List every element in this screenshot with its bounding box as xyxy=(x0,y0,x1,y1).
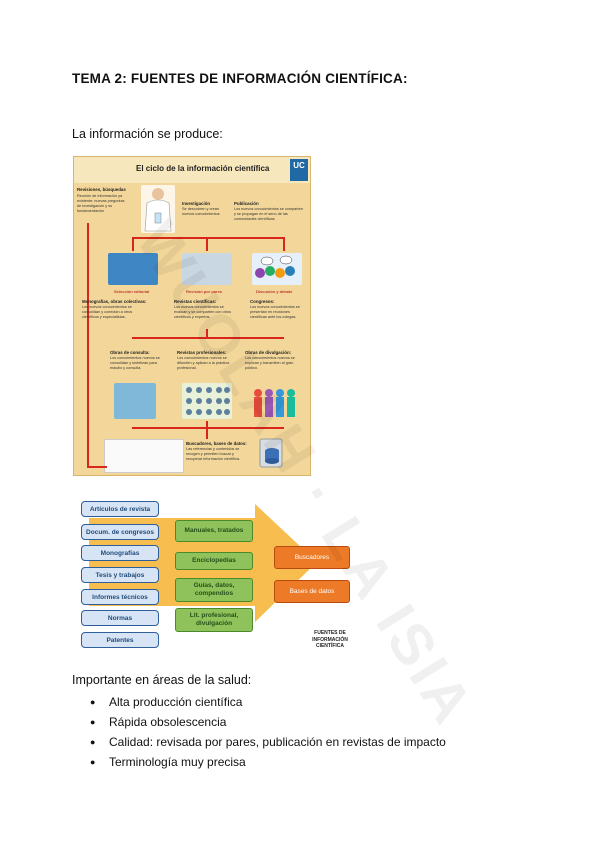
page-title: TEMA 2: FUENTES DE INFORMACIÓN CIENTÍFIC… xyxy=(72,71,408,86)
list-item: ● Terminología muy precisa xyxy=(72,752,446,772)
source-congresos: Docum. de congresos xyxy=(81,524,159,540)
connector-line xyxy=(132,337,284,339)
caption-seleccion: Selección editorial xyxy=(114,289,150,294)
bullet-text: Alta producción científica xyxy=(109,695,243,709)
editorial-image xyxy=(108,253,158,285)
health-intro: Importante en áreas de la salud: xyxy=(72,673,252,687)
peer-review-image xyxy=(182,253,232,285)
infographic-title: El ciclo de la información científica xyxy=(136,164,270,173)
source-normas: Normas xyxy=(81,610,159,626)
box-head-revistas: Revistas científicas: xyxy=(174,299,217,304)
source-monografias: Monografías xyxy=(81,545,159,561)
source-bases-datos: Bases de datos xyxy=(274,580,350,603)
box-head-investigacion: Investigación xyxy=(182,201,211,206)
uc-logo: UC xyxy=(290,159,308,181)
source-lit-profesional: Lit. profesional, divulgación xyxy=(175,608,253,632)
professionals-image xyxy=(182,383,232,419)
box-text-revisiones: Reunión de información ya existente: nue… xyxy=(77,194,125,213)
connector-line xyxy=(132,237,134,251)
scientist-icon xyxy=(141,185,175,233)
box-text-publicacion: Los nuevos conocimientos se comparten y … xyxy=(234,207,303,221)
bullet-icon: ● xyxy=(90,737,96,747)
connector-line xyxy=(206,237,208,251)
box-head-divulgacion: Obras de divulgación: xyxy=(245,350,292,355)
box-text-monografias: Los nuevos conocimientos se consolidan y… xyxy=(82,305,133,319)
server-icon xyxy=(258,437,284,469)
list-item: ● Calidad: revisada por pares, publicació… xyxy=(72,732,446,752)
caption-discusion: Discusión y debate xyxy=(256,289,293,294)
connector-line xyxy=(283,237,285,251)
list-item: ● Rápida obsolescencia xyxy=(72,712,446,732)
bullet-text: Calidad: revisada por pares, publicación… xyxy=(109,735,446,749)
connector-line xyxy=(132,237,284,239)
box-text-obras-consulta: Los conocimientos nuevos se consolidan y… xyxy=(110,356,160,370)
bullet-text: Terminología muy precisa xyxy=(109,755,246,769)
caption-revision: Revisión por pares xyxy=(186,289,223,294)
source-articulos: Artículos de revista xyxy=(81,501,159,517)
connector-line xyxy=(206,421,208,439)
database-screen-image xyxy=(104,439,184,473)
sources-label: FUENTES DE INFORMACIÓN CIENTÍFICA xyxy=(312,630,348,649)
bullet-icon: ● xyxy=(90,717,96,727)
source-guias: Guías, datos, compendios xyxy=(175,578,253,602)
infographic-header: El ciclo de la información científica UC xyxy=(74,157,310,183)
intro-text: La información se produce: xyxy=(72,127,223,141)
box-text-revistas: Los nuevos conocimientos se evalúan y se… xyxy=(174,305,231,319)
information-cycle-infographic: El ciclo de la información científica UC… xyxy=(73,156,311,476)
bullet-text: Rápida obsolescencia xyxy=(109,715,227,729)
health-bullets: ● Alta producción científica ● Rápida obso… xyxy=(72,692,446,772)
source-tesis: Tesis y trabajos xyxy=(81,567,159,583)
box-head-buscadores: Buscadores, bases de datos: xyxy=(186,441,247,446)
source-informes: Informes técnicos xyxy=(81,589,159,605)
box-text-congresos: Los nuevos conocimientos se presentan en… xyxy=(250,305,300,319)
sources-diagram: Artículos de revista Docum. de congresos… xyxy=(79,500,359,655)
list-item: ● Alta producción científica xyxy=(72,692,446,712)
bullet-icon: ● xyxy=(90,757,96,767)
box-head-congresos: Congresos: xyxy=(250,299,275,304)
box-head-obras-consulta: Obras de consulta: xyxy=(110,350,150,355)
source-manuales: Manuales, tratados xyxy=(175,520,253,542)
connector-line xyxy=(87,466,107,468)
box-head-publicacion: Publicación xyxy=(234,201,259,206)
box-text-investigacion: Se descubren y crean nuevos conocimiento… xyxy=(182,207,220,216)
connector-line xyxy=(206,329,208,339)
source-patentes: Patentes xyxy=(81,632,159,648)
box-text-divulgacion: Los conocimientos nuevos se explican y t… xyxy=(245,356,295,370)
source-buscadores: Buscadores xyxy=(274,546,350,569)
connector-line xyxy=(132,427,284,429)
box-text-buscadores: Las referencias y contenidos se recogen … xyxy=(186,447,241,461)
discussion-image xyxy=(252,253,302,285)
source-enciclopedias: Enciclopedias xyxy=(175,552,253,570)
box-head-revisiones: Revisiones, búsquedas xyxy=(77,187,126,192)
bullet-icon: ● xyxy=(90,697,96,707)
connector-line xyxy=(87,223,89,467)
box-text-revistas-prof: Los conocimientos nuevos se difunden y a… xyxy=(177,356,230,370)
box-head-monografias: Monografías, obras colectivas: xyxy=(82,299,147,304)
reference-books-image xyxy=(114,383,156,419)
box-head-revistas-prof: Revistas profesionales: xyxy=(177,350,227,355)
public-image xyxy=(252,383,298,419)
